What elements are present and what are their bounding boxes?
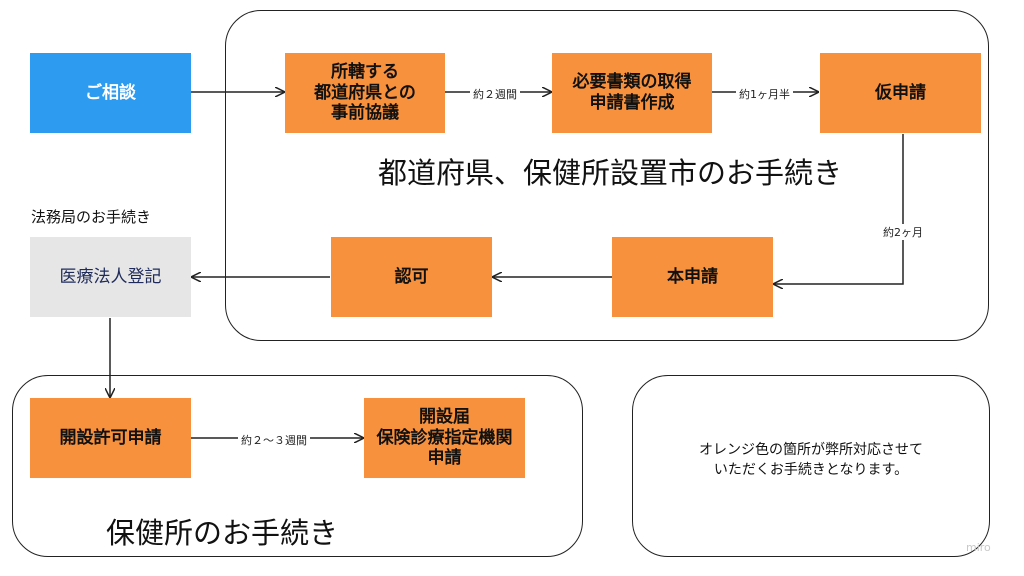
duration-label-1-5months: 約1ヶ月半 (736, 86, 793, 102)
prefecture-group-title: 都道府県、保健所設置市のお手続き (378, 156, 843, 190)
duration-label-2-3weeks: 約２〜３週間 (238, 432, 310, 448)
prefecture-group-frame (225, 10, 989, 341)
step-main-application-label: 本申請 (667, 266, 718, 287)
step-prior-consultation: 所轄する 都道府県との 事前協議 (285, 53, 445, 133)
step-opening-permit-label: 開設許可申請 (59, 427, 162, 448)
step-approval: 認可 (331, 237, 492, 317)
step-registration-label: 医療法人登記 (59, 266, 162, 287)
health-center-group-title: 保健所のお手続き (106, 516, 339, 550)
step-documents-label: 必要書類の取得 申請書作成 (572, 72, 692, 113)
duration-label-2months: 約2ヶ月 (880, 224, 926, 240)
step-main-application: 本申請 (612, 237, 773, 317)
duration-label-2weeks: 約２週間 (470, 86, 520, 102)
step-provisional-application: 仮申請 (820, 53, 981, 133)
health-center-group-frame (12, 375, 583, 557)
miro-watermark: miro (966, 541, 991, 554)
legal-affairs-caption: 法務局のお手続き (31, 208, 152, 226)
arrow-provisional-to-main (774, 134, 904, 284)
step-opening-notice: 開設届 保険診療指定機関 申請 (364, 398, 525, 478)
step-registration: 医療法人登記 (30, 237, 191, 317)
step-provisional-application-label: 仮申請 (875, 82, 926, 103)
step-opening-notice-label: 開設届 保険診療指定機関 申請 (376, 406, 513, 469)
step-documents: 必要書類の取得 申請書作成 (552, 53, 712, 133)
step-prior-consultation-label: 所轄する 都道府県との 事前協議 (314, 61, 416, 124)
step-approval-label: 認可 (394, 266, 429, 287)
step-consult-label: ご相談 (85, 82, 136, 103)
orange-note: オレンジ色の箇所が弊所対応させて いただくお手続きとなります。 (699, 442, 923, 479)
step-consult: ご相談 (30, 53, 191, 133)
step-opening-permit: 開設許可申請 (30, 398, 191, 478)
note-frame (632, 375, 990, 557)
